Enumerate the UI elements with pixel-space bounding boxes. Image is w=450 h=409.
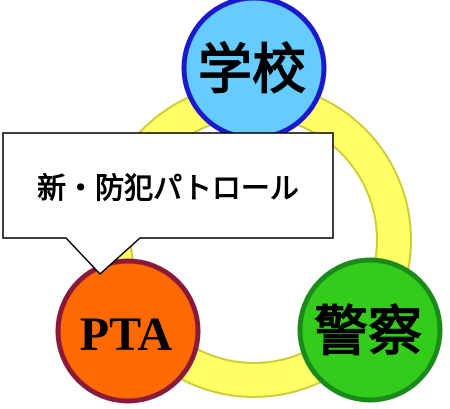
callout-bubble: 新・防犯パトロール bbox=[2, 132, 334, 276]
school-label: 学校 bbox=[198, 38, 306, 101]
pta-label: PTA bbox=[80, 308, 173, 361]
police-circle bbox=[297, 257, 443, 403]
callout-text: 新・防犯パトロール bbox=[37, 171, 299, 205]
node-police: 警察 bbox=[297, 257, 443, 403]
node-pta: PTA bbox=[55, 258, 201, 404]
callout-shape bbox=[2, 132, 334, 276]
node-school: 学校 bbox=[181, 0, 327, 141]
pta-circle bbox=[55, 258, 201, 404]
police-label: 警察 bbox=[314, 300, 422, 363]
